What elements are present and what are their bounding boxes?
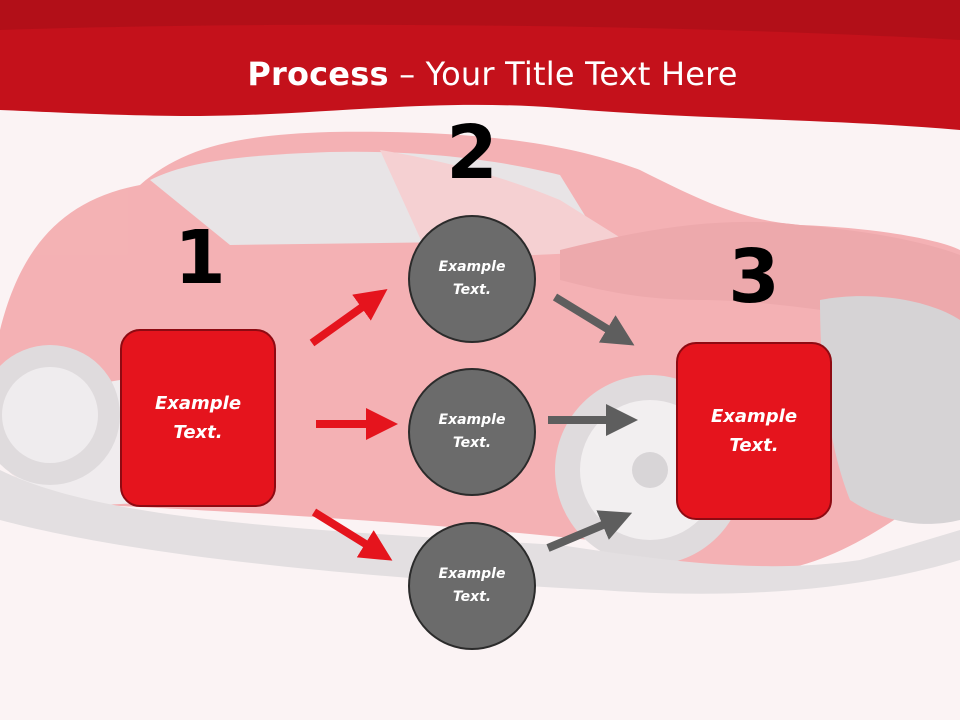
step-2-number: 2 bbox=[446, 110, 498, 196]
step-3-text: Example Text. bbox=[710, 406, 798, 456]
step-2-circle-3-text: Example Text. bbox=[438, 566, 506, 605]
arrow-circle-1-to-3 bbox=[552, 293, 635, 346]
step-2-circle-1: Example Text. bbox=[408, 215, 536, 343]
slide-title: Process – Your Title Text Here bbox=[0, 54, 960, 94]
step-2-circle-2-text: Example Text. bbox=[438, 412, 506, 451]
step-1-box: Example Text. bbox=[120, 329, 276, 507]
arrow-circle-3-to-3 bbox=[546, 510, 633, 552]
step-3-box: Example Text. bbox=[676, 342, 832, 520]
title-bold: Process bbox=[247, 55, 389, 93]
step-2-circle-3: Example Text. bbox=[408, 522, 536, 650]
title-rest: – Your Title Text Here bbox=[388, 55, 738, 93]
step-1-number: 1 bbox=[174, 215, 226, 301]
step-1-text: Example Text. bbox=[154, 393, 242, 443]
arrow-1-to-circle-3 bbox=[311, 508, 393, 561]
step-3-number: 3 bbox=[728, 234, 780, 320]
arrow-1-to-circle-1 bbox=[309, 289, 388, 347]
step-2-circle-2: Example Text. bbox=[408, 368, 536, 496]
step-2-circle-1-text: Example Text. bbox=[438, 259, 506, 298]
